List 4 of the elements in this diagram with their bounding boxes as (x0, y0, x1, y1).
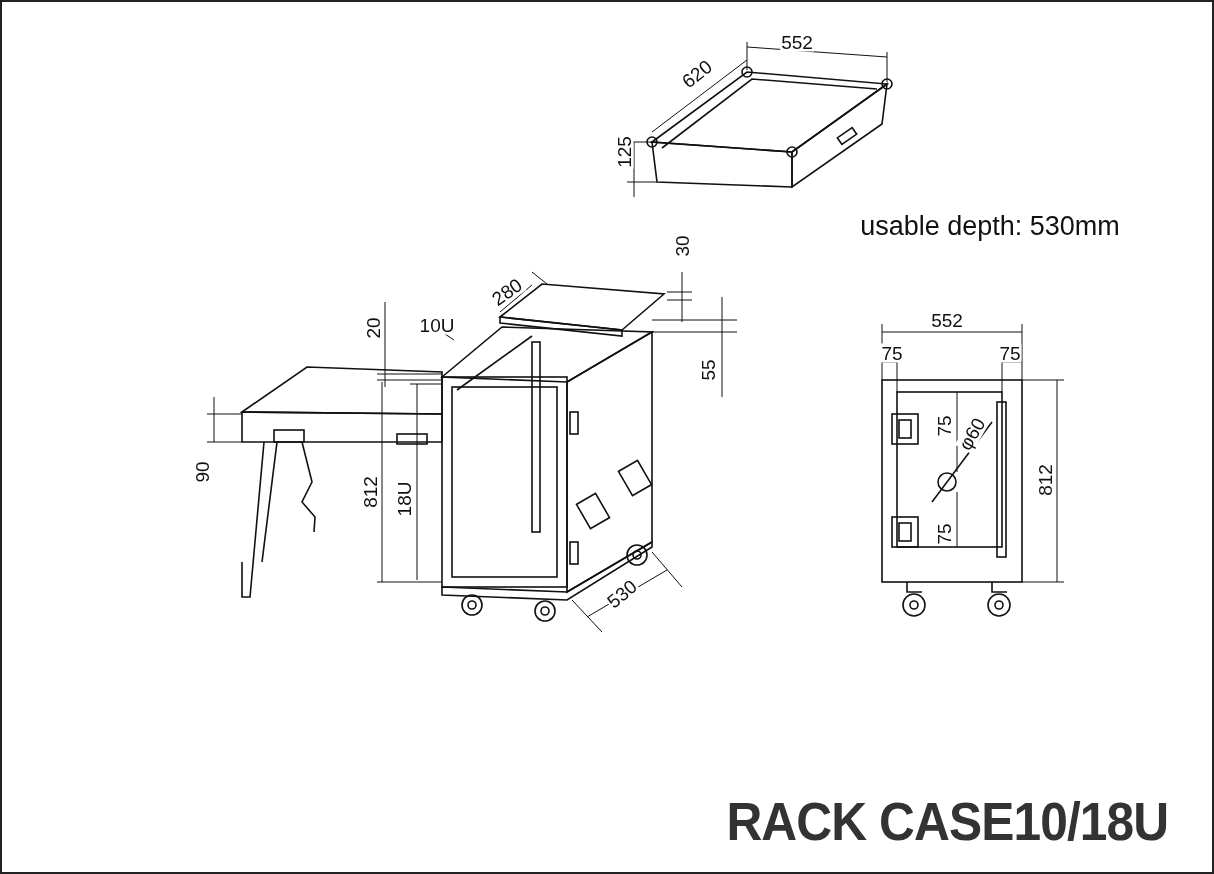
diagram-title: RACK CASE10/18U (726, 790, 1168, 852)
note-text: usable depth: 530mm (859, 212, 1121, 240)
dimension-label: 75 (880, 343, 904, 363)
dimension-label: 75 (998, 343, 1022, 363)
